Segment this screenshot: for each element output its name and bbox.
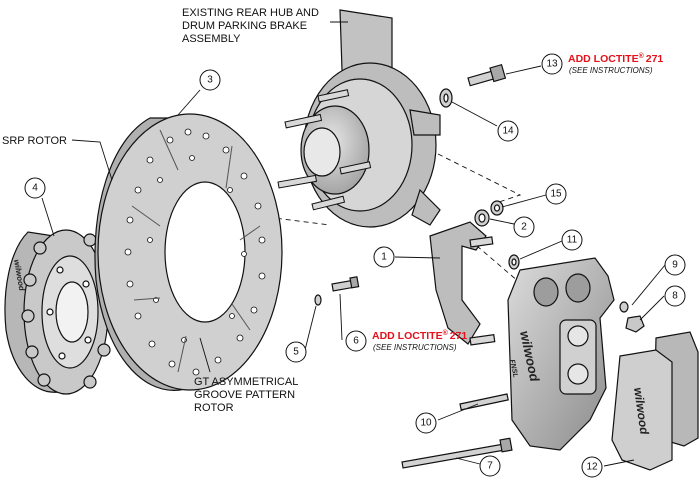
callout-8: 8 [664,285,686,307]
callout-13: 13 [541,53,563,75]
loctite-bottom-grade: 271 [450,330,468,342]
caliper-model-mark: FNSL [508,359,519,378]
callout-5: 5 [285,341,307,363]
leader-15 [501,194,547,208]
svg-text:13: 13 [546,59,558,70]
shim-2 [474,209,490,227]
loctite-top-note: (SEE INSTRUCTIONS) [569,66,653,75]
callout-11: 11 [561,229,583,251]
leader-srp [71,139,113,181]
pin-10 [459,393,509,411]
leader-7 [455,457,481,465]
callout-7: 7 [479,455,501,477]
hub-label-line1: EXISTING REAR HUB AND [182,7,319,19]
brake-pads: wilwood [611,331,699,471]
bracket-1 [429,221,496,346]
alignment-line-hub-bracket [429,149,522,206]
leader-2 [489,218,515,225]
gt-label-line1: GT ASYMMETRICAL [194,376,298,388]
leader-10 [437,403,479,421]
svg-text:15: 15 [550,189,562,200]
nut-8 [625,315,645,333]
loctite-note-top: ADD LOCTITE®271 (SEE INSTRUCTIONS) [568,52,663,75]
loctite-note-bottom: ADD LOCTITE®271 (SEE INSTRUCTIONS) [372,329,467,352]
svg-text:6: 6 [353,336,359,347]
leader-12 [603,459,635,467]
leader-4 [41,197,55,237]
svg-text:3: 3 [207,75,213,86]
loctite-bottom-reg: ® [443,329,449,337]
leader-1 [394,256,441,259]
gt-label-line3: ROTOR [194,402,234,414]
callout-14: 14 [497,120,519,142]
callout-9: 9 [664,254,686,276]
svg-text:12: 12 [586,462,598,473]
svg-text:10: 10 [420,418,432,429]
gt-label-line2: GROOVE PATTERN [194,389,295,401]
svg-text:14: 14 [502,126,514,137]
leader-14 [451,101,498,127]
callout-1: 1 [373,246,395,268]
loctite-bottom-text: ADD LOCTITE [372,330,443,342]
svg-text:7: 7 [487,461,493,472]
leader-5 [304,305,317,351]
loctite-top-reg: ® [639,52,645,60]
leader-13 [505,65,542,75]
hub-label-line3: ASSEMBLY [182,33,241,45]
callout-3: 3 [199,69,221,91]
washer-9 [619,301,629,313]
callout-4: 4 [24,177,46,199]
leader-3 [177,89,201,116]
washer-14 [439,88,453,108]
srp-rotor-label: SRP ROTOR [2,135,67,147]
hub-assembly [277,9,441,228]
rotor-hat: wilwood [4,229,115,395]
hub-label-line2: DRUM PARKING BRAKE [182,20,307,32]
svg-text:ADD LOCTITE®271: ADD LOCTITE®271 [568,52,663,65]
svg-text:4: 4 [32,183,38,194]
callout-12: 12 [581,456,603,478]
svg-text:9: 9 [672,260,678,271]
rotor-grooves [131,129,261,373]
shim-15 [490,200,504,216]
leader-6 [339,293,343,341]
callout-15: 15 [545,183,567,205]
loctite-top-grade: 271 [646,53,664,65]
bolt-13 [467,63,507,87]
svg-text:2: 2 [521,222,527,233]
washer-11 [508,254,520,270]
loctite-top-text: ADD LOCTITE [568,53,639,65]
svg-text:5: 5 [293,347,299,358]
svg-text:1: 1 [381,252,387,263]
pad-brand-logo: wilwood [631,386,652,435]
callout-10: 10 [415,412,437,434]
rotor [94,113,283,391]
svg-text:11: 11 [567,235,578,246]
wheel-studs [277,89,372,211]
washer-5 [314,294,322,306]
loctite-bottom-note: (SEE INSTRUCTIONS) [373,343,457,352]
bolt-7 [401,437,513,469]
caliper: wilwood FNSL [507,257,615,451]
svg-text:8: 8 [672,291,678,302]
leader-8 [639,295,665,321]
svg-text:ADD LOCTITE®271: ADD LOCTITE®271 [372,329,467,342]
callout-6: 6 [345,330,367,352]
leader-11 [519,240,563,260]
leader-9 [631,264,666,306]
callout-2: 2 [513,216,535,238]
bolt-6 [331,276,360,292]
leader-gt [199,337,211,373]
